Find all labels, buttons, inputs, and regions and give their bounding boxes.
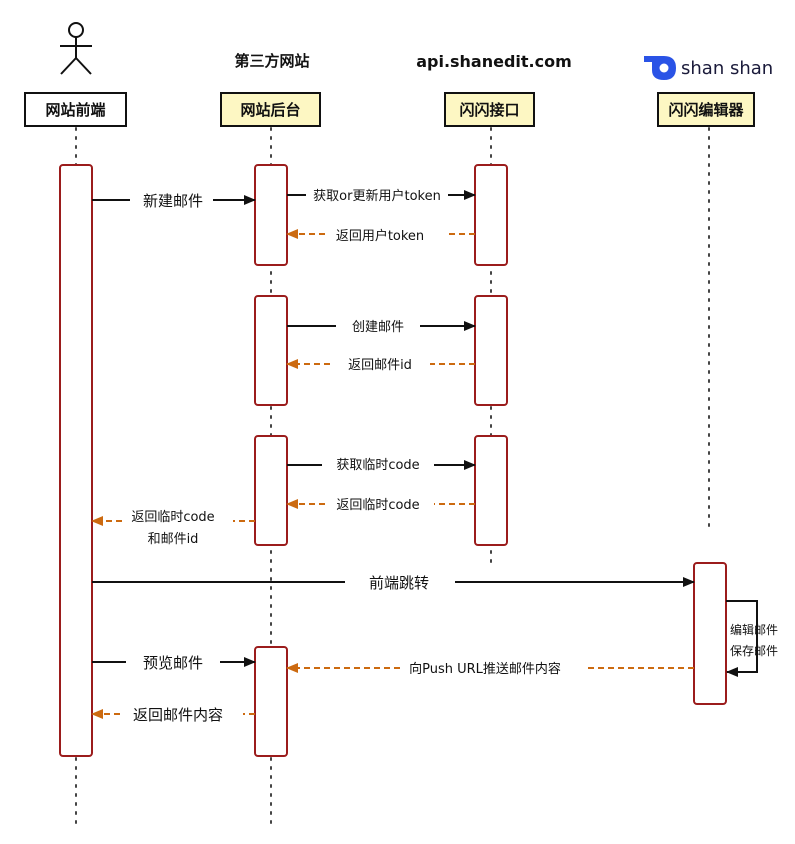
- participant-backend: 网站后台: [220, 92, 321, 127]
- message-return-token-label: 返回用户token: [336, 228, 424, 244]
- third-party-site-title: 第三方网站: [234, 52, 309, 70]
- message-get-token: 获取or更新用户token: [287, 188, 476, 204]
- message-return-mail-id-label: 返回邮件id: [348, 358, 412, 373]
- backend-activation-2: [254, 295, 288, 406]
- message-create-mail: 新建邮件: [92, 192, 256, 210]
- message-api-create-mail-label: 创建邮件: [352, 320, 404, 335]
- participant-api: 闪闪接口: [444, 92, 535, 127]
- participant-frontend: 网站前端: [24, 92, 127, 127]
- message-return-temp-code-label: 返回临时code: [336, 498, 419, 513]
- message-save-mail-label: 保存邮件: [730, 644, 778, 658]
- message-return-code-line1: 返回临时code: [131, 510, 214, 525]
- message-return-code-and-id: 返回临时code 和邮件id: [91, 510, 255, 547]
- participant-editor-label: 闪闪编辑器: [668, 101, 744, 119]
- message-return-temp-code: 返回临时code: [286, 498, 475, 513]
- backend-activation-1: [254, 164, 288, 266]
- participant-frontend-label: 网站前端: [45, 101, 105, 119]
- api-activation-2: [474, 295, 508, 406]
- message-edit-mail-label: 编辑邮件: [730, 622, 778, 637]
- logo-text: shan shan: [681, 58, 773, 79]
- message-frontend-jump-label: 前端跳转: [369, 574, 429, 592]
- message-return-content: 返回邮件内容: [91, 706, 255, 724]
- message-edit-save-self: 编辑邮件 保存邮件: [726, 600, 778, 677]
- editor-activation: [693, 562, 727, 705]
- message-preview-mail-label: 预览邮件: [143, 654, 203, 672]
- message-api-create-mail: 创建邮件: [287, 320, 476, 335]
- frontend-activation: [59, 164, 93, 757]
- message-frontend-jump: 前端跳转: [92, 574, 695, 592]
- message-get-temp-code-label: 获取临时code: [336, 458, 419, 473]
- backend-activation-3: [254, 435, 288, 546]
- api-domain-title: api.shanedit.com: [416, 52, 572, 71]
- message-preview-mail: 预览邮件: [92, 654, 256, 672]
- backend-activation-4: [254, 646, 288, 757]
- api-activation-3: [474, 435, 508, 546]
- message-return-code-line2: 和邮件id: [148, 532, 199, 547]
- message-get-temp-code: 获取临时code: [287, 458, 476, 473]
- participant-backend-label: 网站后台: [240, 101, 300, 119]
- message-get-token-label: 获取or更新用户token: [313, 188, 441, 204]
- message-create-mail-label: 新建邮件: [143, 192, 203, 210]
- participant-editor: 闪闪编辑器: [657, 92, 755, 127]
- message-return-token: 返回用户token: [286, 228, 475, 244]
- api-activation-1: [474, 164, 508, 266]
- participant-api-label: 闪闪接口: [459, 101, 519, 119]
- message-push-content: 向Push URL推送邮件内容: [286, 661, 694, 677]
- message-return-content-label: 返回邮件内容: [133, 706, 223, 724]
- shanshan-logo: shan shan: [644, 56, 773, 80]
- message-return-mail-id: 返回邮件id: [286, 358, 475, 373]
- message-push-content-label: 向Push URL推送邮件内容: [409, 661, 561, 677]
- user-actor-icon: [60, 22, 92, 75]
